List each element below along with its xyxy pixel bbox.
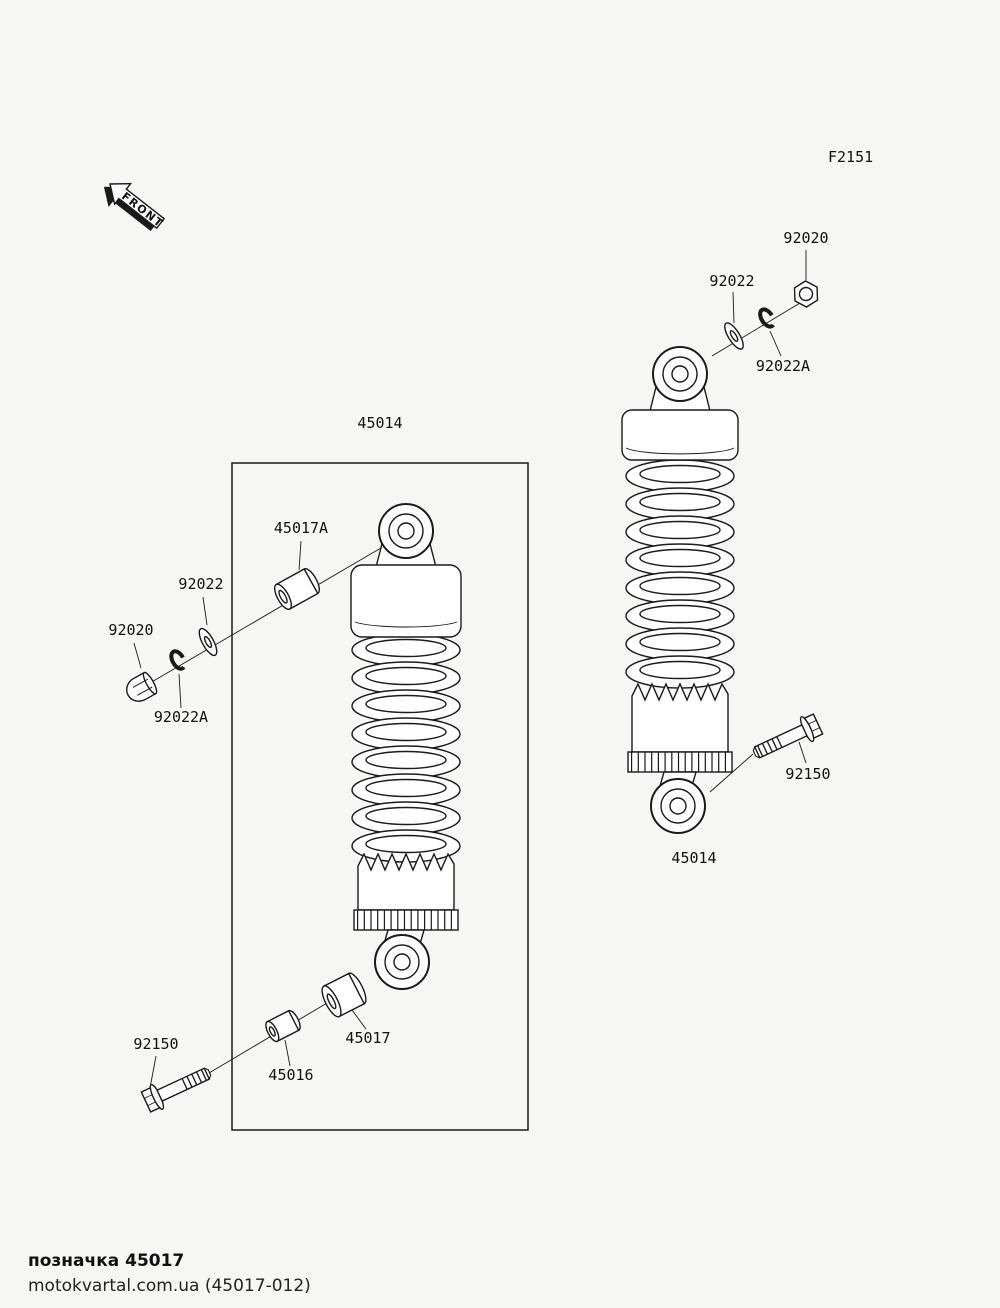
right-leader-lines bbox=[732, 250, 807, 764]
right-nut bbox=[793, 280, 819, 308]
right-shock-label: 45014 bbox=[671, 849, 716, 867]
right-shock-body bbox=[627, 682, 733, 787]
left-nut-label: 92020 bbox=[108, 621, 153, 639]
left-washer bbox=[198, 627, 218, 657]
right-washer bbox=[724, 322, 744, 350]
right-shock-bottom-eye bbox=[650, 778, 706, 834]
front-arrow-shape bbox=[109, 182, 166, 230]
right-shock-assembly: 92020 92022 92022A 92150 45014 bbox=[621, 229, 831, 867]
left-shock-top-eye bbox=[378, 503, 434, 559]
left-collar bbox=[273, 568, 321, 610]
left-damper-bushing-label: 45017 bbox=[345, 1029, 390, 1047]
left-washer-label: 92022 bbox=[178, 575, 223, 593]
left-shock-bottom-eye bbox=[374, 934, 430, 990]
right-axis-lines bbox=[709, 302, 801, 793]
footer-source: motokvartal.com.ua (45017-012) bbox=[28, 1276, 311, 1296]
right-lock-washer bbox=[758, 307, 776, 329]
left-spacer bbox=[265, 1009, 301, 1043]
right-bolt-label: 92150 bbox=[785, 765, 830, 783]
left-shock-spring bbox=[351, 633, 461, 863]
left-cap-nut bbox=[126, 671, 158, 702]
left-collar-label: 45017A bbox=[274, 519, 328, 537]
left-lock-washer bbox=[169, 649, 187, 671]
left-bolt bbox=[140, 1060, 215, 1114]
left-leader-lines bbox=[133, 540, 367, 1089]
left-shock-assembly: 45014 45017A 92022 92020 92022A 92150 45… bbox=[108, 414, 529, 1131]
left-spacer-label: 45016 bbox=[268, 1066, 313, 1084]
left-shock-body bbox=[353, 852, 459, 945]
right-shock-spring bbox=[625, 459, 735, 689]
left-lock-washer-label: 92022A bbox=[154, 708, 208, 726]
left-damper-bushing bbox=[321, 972, 367, 1018]
figure-code: F2151 bbox=[828, 148, 873, 166]
right-shock-top-eye bbox=[652, 346, 708, 402]
left-bolt-label: 92150 bbox=[133, 1035, 178, 1053]
right-washer-label: 92022 bbox=[709, 272, 754, 290]
assembly-box bbox=[231, 462, 529, 1131]
right-bolt bbox=[749, 712, 824, 766]
footer-caption: позначка 45017 bbox=[28, 1251, 184, 1271]
right-lock-washer-label: 92022A bbox=[756, 357, 810, 375]
front-arrow: FRONT bbox=[103, 182, 166, 232]
right-nut-label: 92020 bbox=[783, 229, 828, 247]
left-shock-label: 45014 bbox=[357, 414, 402, 432]
